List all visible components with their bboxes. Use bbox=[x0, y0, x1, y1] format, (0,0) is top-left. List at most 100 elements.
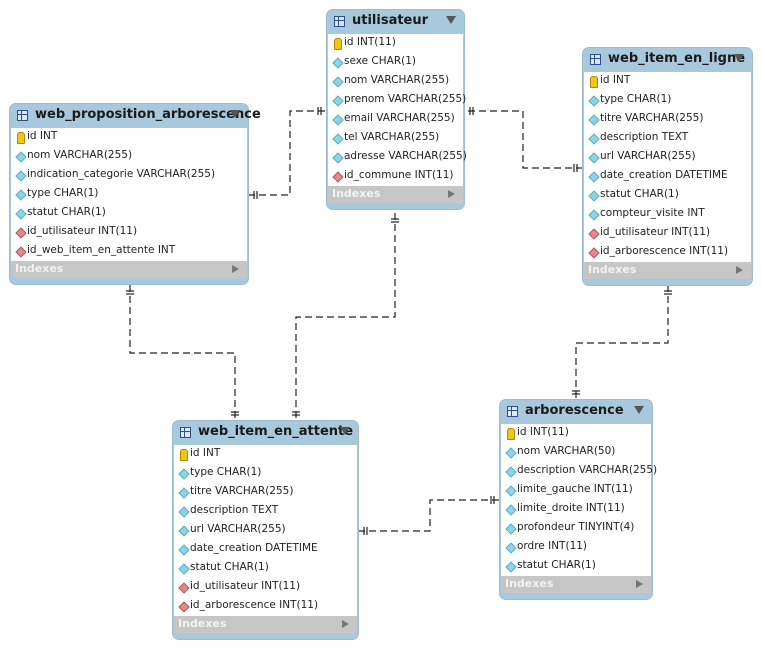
relationship-web-proposition-arborescence-to-utilisateur[interactable] bbox=[248, 107, 327, 199]
relationship-line[interactable] bbox=[575, 285, 669, 400]
column-row[interactable]: id INT(11) bbox=[328, 34, 463, 53]
column-row[interactable]: description TEXT bbox=[174, 502, 357, 521]
column-row[interactable]: profondeur TINYINT(4) bbox=[501, 519, 651, 538]
relationship-line[interactable] bbox=[464, 110, 583, 169]
column-row[interactable]: id_arborescence INT(11) bbox=[584, 243, 751, 262]
foreign-key-diamond-icon bbox=[332, 171, 344, 183]
column-row[interactable]: limite_gauche INT(11) bbox=[501, 481, 651, 500]
indexes-label: Indexes bbox=[588, 263, 637, 276]
column-row[interactable]: statut CHAR(1) bbox=[584, 186, 751, 205]
expand-arrow-icon[interactable] bbox=[736, 266, 743, 274]
column-row[interactable]: id_arborescence INT(11) bbox=[174, 597, 357, 616]
column-row[interactable]: titre VARCHAR(255) bbox=[584, 110, 751, 129]
collapse-caret-icon[interactable] bbox=[340, 427, 350, 435]
table-header[interactable]: web_proposition_arborescence bbox=[10, 104, 261, 128]
relationship-web-item-en-attente-to-utilisateur[interactable] bbox=[292, 213, 399, 421]
column-list: id INT nom VARCHAR(255)indication_categor… bbox=[11, 128, 247, 261]
column-row[interactable]: limite_droite INT(11) bbox=[501, 500, 651, 519]
expand-arrow-icon[interactable] bbox=[636, 580, 643, 588]
expand-arrow-icon[interactable] bbox=[342, 620, 349, 628]
table-footer bbox=[327, 203, 464, 209]
column-row[interactable]: url VARCHAR(255) bbox=[174, 521, 357, 540]
column-row[interactable]: sexe CHAR(1) bbox=[328, 53, 463, 72]
column-row[interactable]: description TEXT bbox=[584, 129, 751, 148]
column-row[interactable]: date_creation DATETIME bbox=[174, 540, 357, 559]
column-label: description TEXT bbox=[190, 504, 279, 516]
column-row[interactable]: url VARCHAR(255) bbox=[584, 148, 751, 167]
column-diamond-icon bbox=[588, 95, 600, 107]
column-row[interactable]: ordre INT(11) bbox=[501, 538, 651, 557]
column-label: url VARCHAR(255) bbox=[190, 523, 286, 535]
column-row[interactable]: statut CHAR(1) bbox=[11, 204, 247, 223]
column-diamond-icon bbox=[178, 506, 190, 518]
column-row[interactable]: indication_categorie VARCHAR(255) bbox=[11, 166, 247, 185]
column-row[interactable]: email VARCHAR(255) bbox=[328, 110, 463, 129]
primary-key-icon bbox=[334, 38, 342, 50]
relationship-line[interactable] bbox=[129, 285, 236, 421]
column-row[interactable]: statut CHAR(1) bbox=[174, 559, 357, 578]
relationship-web-item-en-attente-to-arborescence[interactable] bbox=[358, 496, 500, 535]
table-header[interactable]: utilisateur bbox=[327, 10, 464, 34]
column-row[interactable]: date_creation DATETIME bbox=[584, 167, 751, 186]
column-label: id INT bbox=[27, 130, 58, 142]
collapse-caret-icon[interactable] bbox=[634, 406, 644, 414]
column-row[interactable]: nom VARCHAR(50) bbox=[501, 443, 651, 462]
indexes-label: Indexes bbox=[15, 262, 64, 275]
column-row[interactable]: statut CHAR(1) bbox=[501, 557, 651, 576]
relationship-web-item-en-ligne-to-utilisateur[interactable] bbox=[464, 107, 583, 172]
column-row[interactable]: type CHAR(1) bbox=[11, 185, 247, 204]
indexes-section[interactable]: Indexes bbox=[11, 261, 247, 278]
column-row[interactable]: description VARCHAR(255) bbox=[501, 462, 657, 481]
relationship-line[interactable] bbox=[358, 499, 500, 532]
column-row[interactable]: id_utilisateur INT(11) bbox=[11, 223, 247, 242]
column-row[interactable]: id INT(11) bbox=[501, 424, 651, 443]
table-header[interactable]: web_item_en_attente bbox=[173, 421, 358, 445]
indexes-label: Indexes bbox=[178, 617, 227, 630]
column-row[interactable]: id INT bbox=[174, 445, 357, 464]
indexes-section[interactable]: Indexes bbox=[584, 262, 751, 279]
column-row[interactable]: tel VARCHAR(255) bbox=[328, 129, 463, 148]
column-label: type CHAR(1) bbox=[27, 187, 99, 199]
table-header[interactable]: web_item_en_ligne bbox=[583, 48, 752, 72]
relationship-line[interactable] bbox=[248, 110, 327, 196]
relationship-line[interactable] bbox=[295, 213, 396, 421]
column-row[interactable]: nom VARCHAR(255) bbox=[328, 72, 463, 91]
column-row[interactable]: id_web_item_en_attente INT bbox=[11, 242, 247, 261]
expand-arrow-icon[interactable] bbox=[232, 265, 239, 273]
column-diamond-icon bbox=[588, 114, 600, 126]
column-label: description VARCHAR(255) bbox=[517, 464, 658, 476]
column-row[interactable]: compteur_visite INT bbox=[584, 205, 751, 224]
primary-key-icon bbox=[180, 449, 188, 461]
collapse-caret-icon[interactable] bbox=[446, 16, 456, 24]
collapse-caret-icon[interactable] bbox=[230, 110, 240, 118]
column-diamond-icon bbox=[178, 525, 190, 537]
table-title: web_item_en_attente bbox=[198, 424, 354, 439]
column-row[interactable]: nom VARCHAR(255) bbox=[11, 147, 247, 166]
table-header[interactable]: arborescence bbox=[500, 400, 652, 424]
expand-arrow-icon[interactable] bbox=[448, 190, 455, 198]
column-row[interactable]: type CHAR(1) bbox=[174, 464, 357, 483]
indexes-section[interactable]: Indexes bbox=[328, 186, 463, 203]
column-row[interactable]: type CHAR(1) bbox=[584, 91, 751, 110]
relationship-web-item-en-ligne-to-arborescence[interactable] bbox=[572, 285, 672, 400]
column-label: type CHAR(1) bbox=[600, 93, 672, 105]
column-diamond-icon bbox=[505, 523, 517, 535]
indexes-section[interactable]: Indexes bbox=[501, 576, 651, 593]
column-row[interactable]: id_utilisateur INT(11) bbox=[174, 578, 357, 597]
column-row[interactable]: titre VARCHAR(255) bbox=[174, 483, 357, 502]
column-label: id_utilisateur INT(11) bbox=[27, 225, 138, 237]
column-row[interactable]: adresse VARCHAR(255) bbox=[328, 148, 467, 167]
column-row[interactable]: id INT bbox=[584, 72, 751, 91]
indexes-section[interactable]: Indexes bbox=[174, 616, 357, 633]
column-row[interactable]: id_commune INT(11) bbox=[328, 167, 463, 186]
collapse-caret-icon[interactable] bbox=[734, 54, 744, 62]
column-row[interactable]: id_utilisateur INT(11) bbox=[584, 224, 751, 243]
column-row[interactable]: prenom VARCHAR(255) bbox=[328, 91, 466, 110]
relationship-web-proposition-arborescence-to-web-item-en-attente[interactable] bbox=[126, 285, 239, 421]
column-row[interactable]: id INT bbox=[11, 128, 247, 147]
